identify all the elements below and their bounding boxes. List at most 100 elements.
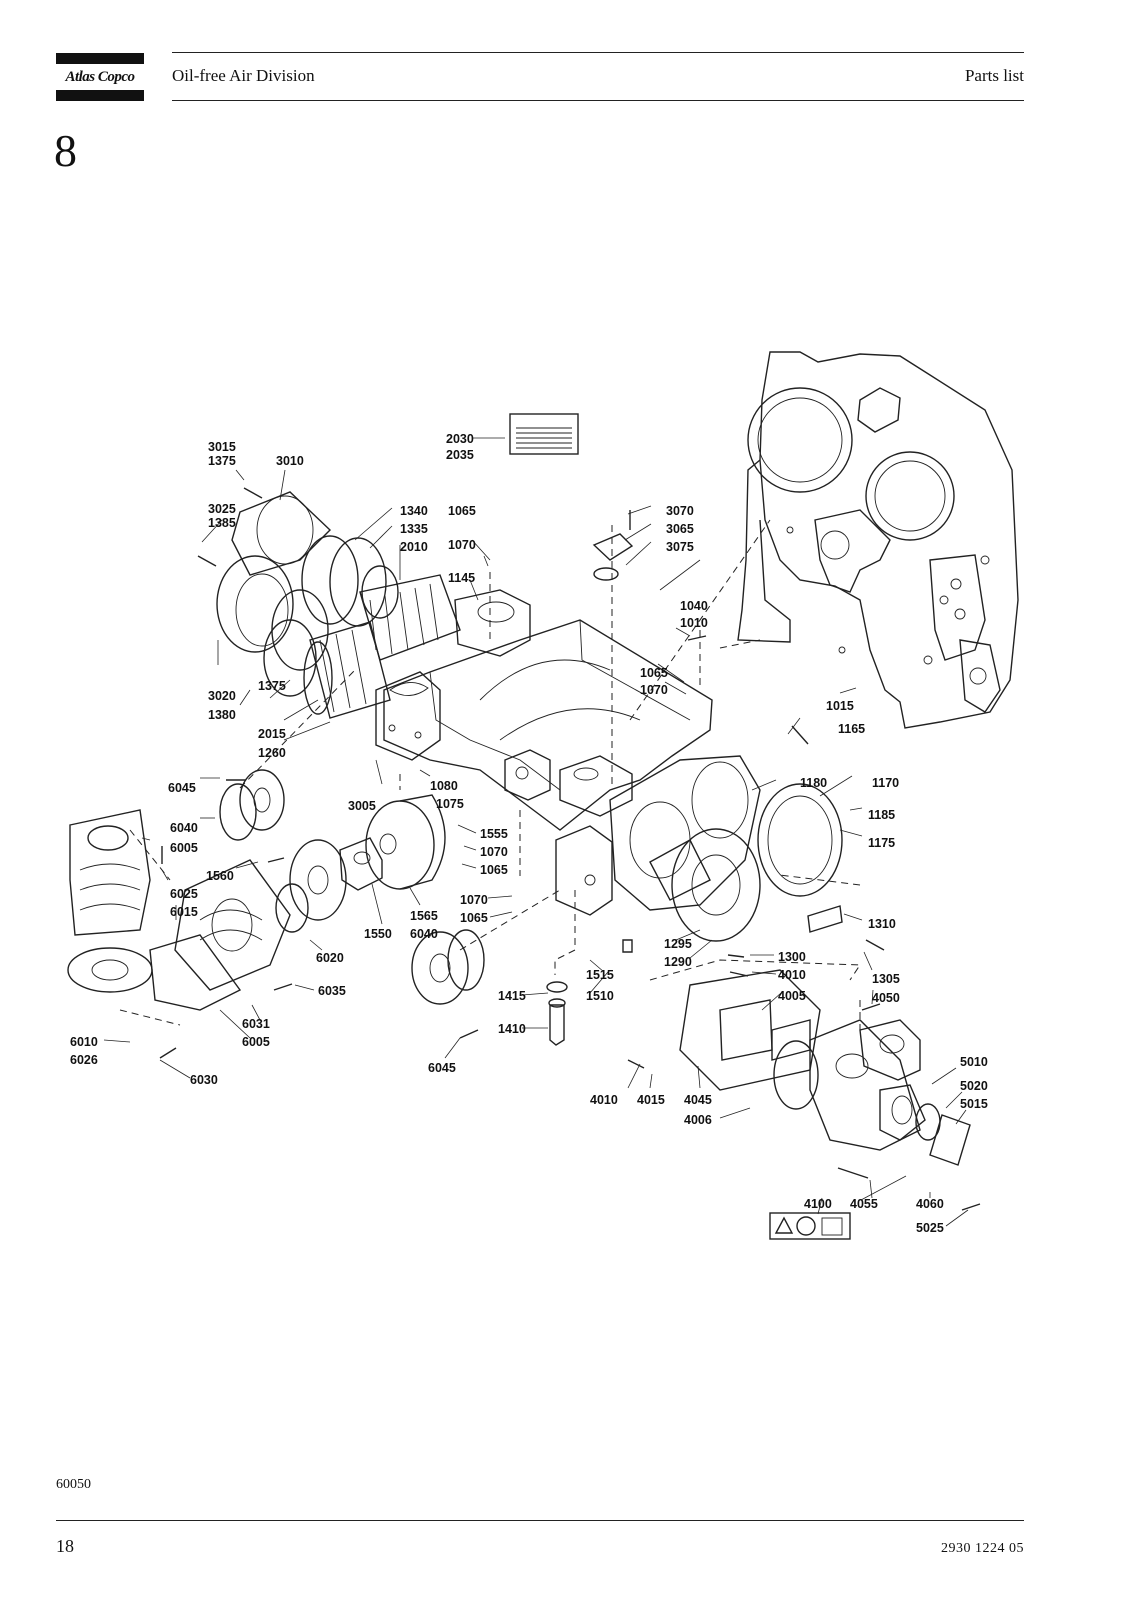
compressor-housing: [375, 589, 761, 916]
part-label: 1305: [872, 972, 900, 986]
part-label: 1170: [872, 776, 899, 790]
part-label: 1065: [460, 911, 488, 925]
alignment-lines: [119, 519, 861, 1030]
figure-code: 60050: [56, 1477, 91, 1492]
part-label: 6035: [318, 984, 346, 998]
page-number: 18: [56, 1536, 74, 1556]
part-label: 6005: [170, 841, 198, 855]
part-label: 6040: [410, 927, 438, 941]
header-division: Oil-free Air Division: [172, 66, 315, 85]
part-label: 1040: [680, 599, 708, 613]
part-label: 1165: [838, 722, 865, 736]
atlas-copco-logo: Atlas Copco: [56, 53, 144, 101]
part-label: 4060: [916, 1197, 944, 1211]
leader-lines: [103, 437, 969, 1227]
part-label: 4050: [872, 991, 900, 1005]
part-label: 1260: [258, 746, 286, 760]
part-label: 5020: [960, 1079, 988, 1093]
part-label: 3025: [208, 502, 236, 516]
part-label: 6045: [428, 1061, 456, 1075]
part-label: 1300: [778, 950, 806, 964]
logo-bar-top: [56, 53, 144, 64]
part-label: 4055: [850, 1197, 878, 1211]
outlet-assembly: [679, 969, 971, 1240]
part-label: 1290: [664, 955, 692, 969]
part-label: 1175: [868, 836, 895, 850]
part-label: 4010: [778, 968, 806, 982]
part-label: 3020: [208, 689, 236, 703]
part-label: 1550: [364, 927, 392, 941]
part-label: 1065: [480, 863, 508, 877]
part-label: 1555: [480, 827, 508, 841]
part-label: 1375: [258, 679, 286, 693]
part-label: 4045: [684, 1093, 712, 1107]
part-label: 1335: [400, 522, 428, 536]
part-label: 6015: [170, 905, 198, 919]
part-label: 6026: [70, 1053, 98, 1067]
part-label: 6010: [70, 1035, 98, 1049]
part-label: 6040: [170, 821, 198, 835]
part-label: 1070: [460, 893, 488, 907]
part-label: 1070: [640, 683, 668, 697]
part-label: 1080: [430, 779, 458, 793]
part-label: 1415: [498, 989, 526, 1003]
part-label: 1375: [208, 454, 236, 468]
part-label: 4015: [637, 1093, 665, 1107]
part-label: 1145: [448, 571, 475, 585]
part-label: 3010: [276, 454, 304, 468]
part-label: 5010: [960, 1055, 988, 1069]
part-label: 1075: [436, 797, 464, 811]
part-label: 1015: [826, 699, 854, 713]
part-label: 1380: [208, 708, 236, 722]
part-label: 1065: [448, 504, 476, 518]
part-label: 2015: [258, 727, 286, 741]
part-label: 6025: [170, 887, 198, 901]
logo-bar-bottom: [56, 90, 144, 101]
part-label: 1070: [480, 845, 508, 859]
part-label: 1310: [868, 917, 896, 931]
header-rule-top: [172, 52, 1024, 53]
end-covers: [649, 783, 843, 942]
header-doc-type: Parts list: [964, 66, 1024, 85]
part-label: 1340: [400, 504, 428, 518]
part-label: 3065: [666, 522, 694, 536]
seal-rings: [216, 491, 387, 697]
part-label: 1070: [448, 538, 476, 552]
part-label: 4010: [590, 1093, 618, 1107]
rotor-assemblies: [303, 565, 461, 719]
part-label: 1565: [410, 909, 438, 923]
part-label: 6005: [242, 1035, 270, 1049]
drain-parts: [546, 939, 633, 1046]
part-label: 1295: [664, 937, 692, 951]
part-label: 1065: [640, 666, 668, 680]
logo-brand-text: Atlas Copco: [65, 69, 135, 85]
gear-casing: [737, 351, 1019, 729]
part-label: 6020: [316, 951, 344, 965]
part-label: 1560: [206, 869, 234, 883]
document-number: 2930 1224 05: [941, 1541, 1024, 1556]
part-label: 3005: [348, 799, 376, 813]
part-label: 3015: [208, 440, 236, 454]
part-label: 5025: [916, 1221, 944, 1235]
part-label: 6045: [168, 781, 196, 795]
part-label: 1385: [208, 516, 236, 530]
header-rule-bottom: [172, 100, 1024, 101]
part-label: 2030: [446, 432, 474, 446]
part-label: 4006: [684, 1113, 712, 1127]
part-label: 4005: [778, 989, 806, 1003]
data-plate: [509, 413, 579, 455]
inlet-flanges: [67, 769, 485, 1011]
part-label: 5015: [960, 1097, 988, 1111]
part-label: 1180: [800, 776, 827, 790]
part-label: 2010: [400, 540, 428, 554]
cover-plate: [592, 533, 634, 581]
part-label: 3070: [666, 504, 694, 518]
footer-rule: [56, 1520, 1024, 1521]
part-label: 1410: [498, 1022, 526, 1036]
part-label: 2035: [446, 448, 474, 462]
section-number: 8: [54, 125, 77, 176]
bolts: [159, 487, 981, 1211]
part-label: 1185: [868, 808, 895, 822]
part-label: 1010: [680, 616, 708, 630]
